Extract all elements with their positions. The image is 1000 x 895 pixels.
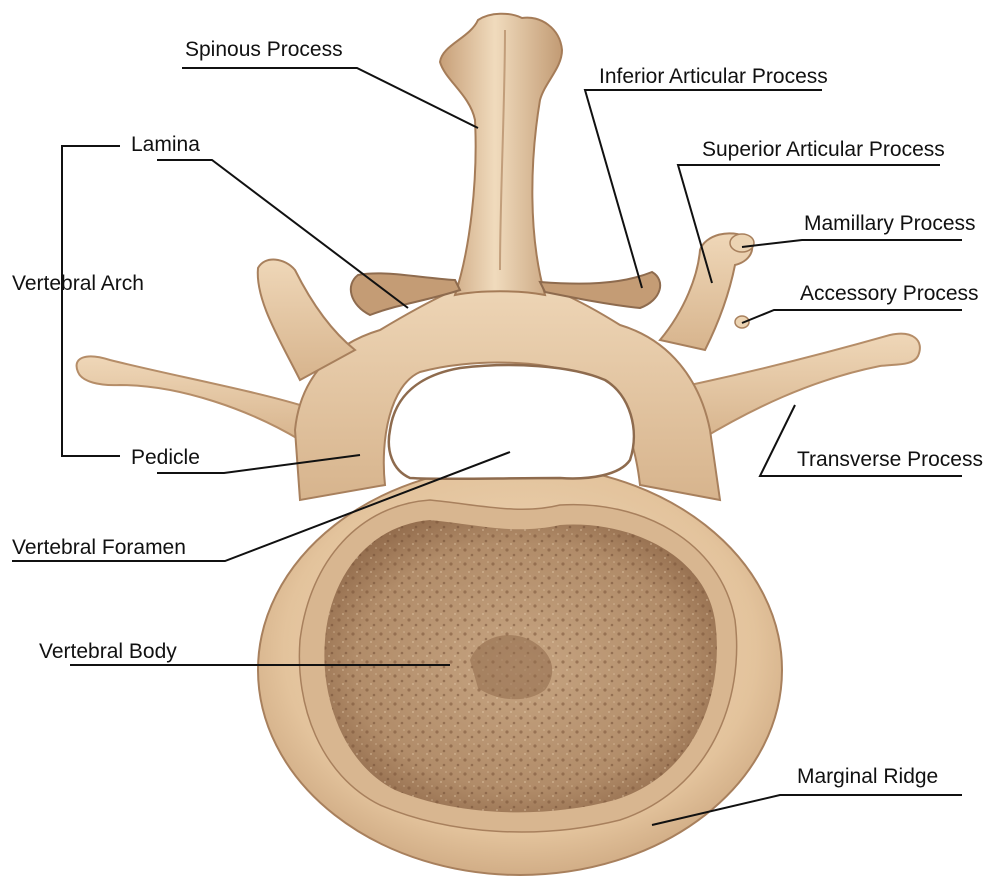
leader-mamillary bbox=[741, 239, 962, 248]
label-superior-articular-process: Superior Articular Process bbox=[702, 138, 945, 161]
mamillary-process-shape bbox=[729, 233, 755, 253]
label-vertebral-arch: Vertebral Arch bbox=[12, 272, 144, 295]
left-superior-articular-shape bbox=[256, 258, 357, 382]
leader-transverse bbox=[758, 404, 962, 477]
leader-lamina bbox=[157, 159, 409, 309]
vertebral-foramen-shape bbox=[387, 363, 635, 481]
leader-pedicle bbox=[157, 454, 361, 474]
label-mamillary-process: Mamillary Process bbox=[804, 212, 976, 235]
label-marginal-ridge: Marginal Ridge bbox=[797, 765, 939, 788]
spinous-process-shape bbox=[438, 12, 564, 297]
leader-lines bbox=[12, 67, 962, 826]
left-transverse-process-shape bbox=[75, 355, 301, 442]
leader-vertebral-foramen bbox=[12, 451, 511, 562]
right-inferior-articular-shape bbox=[538, 270, 662, 310]
leader-inferior-articular bbox=[583, 89, 822, 289]
spinous-crest-line bbox=[499, 29, 506, 271]
label-vertebral-body: Vertebral Body bbox=[39, 640, 177, 663]
label-lamina: Lamina bbox=[131, 133, 200, 156]
leader-vertebral-arch bbox=[61, 145, 120, 457]
left-inferior-articular-shape bbox=[349, 272, 462, 317]
leader-superior-articular bbox=[676, 164, 940, 284]
leader-spinous-process bbox=[182, 67, 479, 129]
label-vertebral-foramen: Vertebral Foramen bbox=[12, 536, 186, 559]
leader-accessory bbox=[741, 309, 962, 324]
label-pedicle: Pedicle bbox=[131, 446, 200, 469]
leader-marginal-ridge bbox=[651, 794, 962, 826]
label-transverse-process: Transverse Process bbox=[797, 448, 983, 471]
vertebral-arch-shape bbox=[293, 273, 722, 502]
body-center-hollow bbox=[470, 635, 553, 700]
label-inferior-articular-process: Inferior Articular Process bbox=[599, 65, 828, 88]
label-accessory-process: Accessory Process bbox=[800, 282, 979, 305]
right-transverse-process-shape bbox=[688, 332, 921, 442]
label-spinous-process: Spinous Process bbox=[185, 38, 343, 61]
